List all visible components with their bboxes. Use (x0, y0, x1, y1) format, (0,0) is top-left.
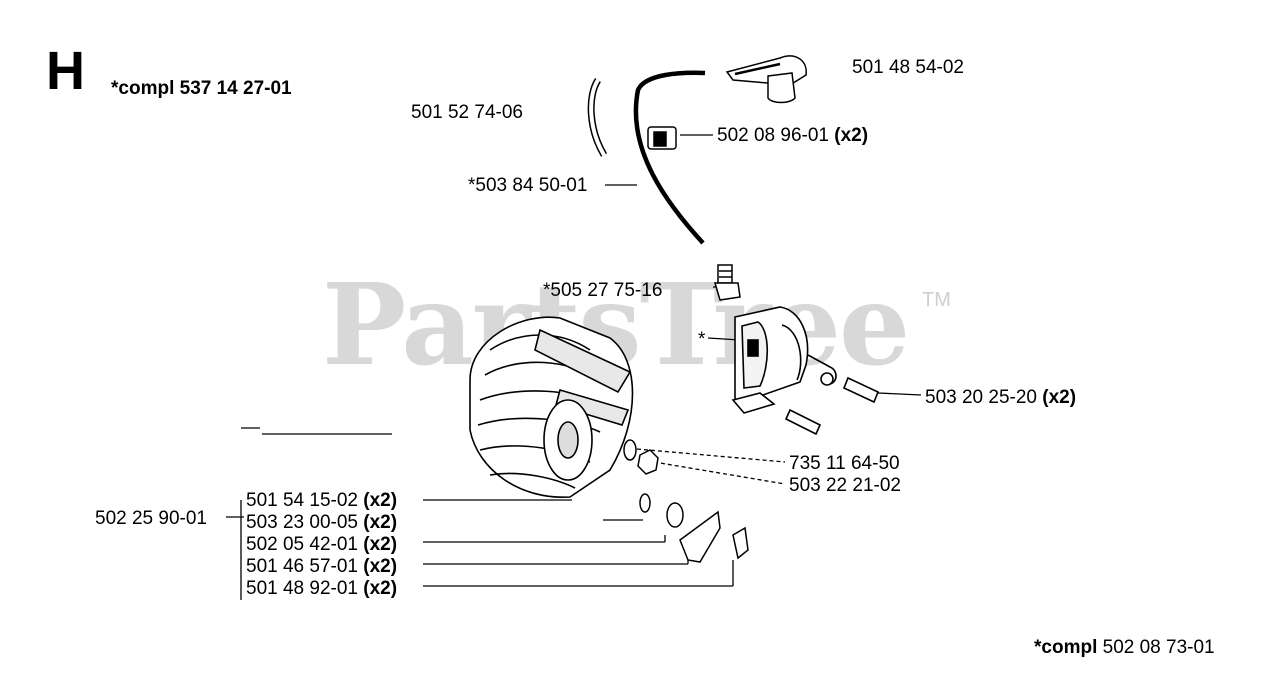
nut-drawing (637, 449, 659, 475)
part-label-spark-cap[interactable]: 501 48 54-02 (852, 57, 964, 78)
part-label-terminal[interactable]: *505 27 75-16 (543, 280, 663, 301)
assembly-label-bottom: *compl 502 08 73-01 (1034, 638, 1215, 657)
lock-drawing (732, 526, 749, 560)
leader-washer (636, 448, 786, 463)
part-label-washer2[interactable]: 501 46 57-01 (x2) (246, 556, 398, 577)
assembly-prefix: *compl (1034, 637, 1098, 658)
module-drawing (731, 306, 880, 436)
leader-screw (877, 392, 922, 396)
terminal-drawing (713, 264, 741, 301)
assembly-number: 537 14 27-01 (179, 78, 292, 99)
part-label-pawl[interactable]: 503 23 00-05 (x2) (246, 512, 398, 533)
assembly-label-top: *compl 537 14 27-01 (111, 79, 292, 98)
flywheel-drawing (469, 316, 634, 498)
assembly-number: 502 08 73-01 (1102, 637, 1215, 658)
part-label-spring[interactable]: 502 05 42-01 (x2) (246, 534, 398, 555)
part-label-flywheel[interactable]: 502 25 90-01 (95, 508, 207, 529)
spark-cap-drawing (725, 55, 807, 104)
watermark-trademark: TM (922, 289, 951, 311)
spring-drawing (666, 502, 684, 528)
part-label-sleeve[interactable]: 501 52 74-06 (411, 102, 523, 123)
section-letter: H (46, 41, 85, 101)
cable-drawing (633, 70, 706, 245)
assembly-prefix: *compl (111, 78, 175, 99)
washer-drawing (623, 439, 637, 461)
leader-nut (653, 461, 786, 485)
pawl-drawing (679, 510, 721, 563)
part-label-ignition-cable[interactable]: *503 84 50-01 (468, 175, 588, 196)
clip-drawing (647, 126, 677, 150)
part-label-module-screw[interactable]: 503 20 25-20 (x2) (925, 387, 1077, 408)
part-label-pawl-screw[interactable]: 501 54 15-02 (x2) (246, 490, 398, 511)
part-label-nut[interactable]: 503 22 21-02 (789, 475, 901, 496)
part-label-clip[interactable]: 502 08 96-01 (x2) (717, 125, 869, 146)
part-label-module[interactable]: * (698, 329, 706, 350)
part-label-washer[interactable]: 735 11 64-50 (789, 453, 900, 474)
pawl-screw-drawing (639, 493, 651, 513)
part-label-lock[interactable]: 501 48 92-01 (x2) (246, 578, 398, 599)
